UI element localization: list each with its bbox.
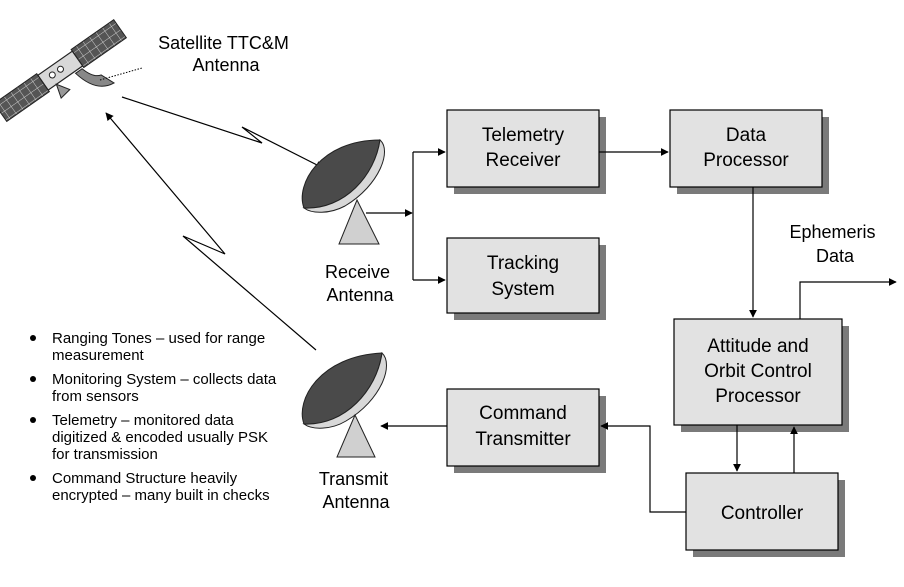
note-item: Command Structure heavily encrypted – ma… (30, 470, 330, 504)
transmit-antenna-label: Transmit Antenna (319, 469, 393, 512)
note-item: Telemetry – monitored data digitized & e… (30, 412, 330, 463)
receive-antenna-label: Receive Antenna (325, 262, 395, 305)
bullet-icon (30, 376, 36, 382)
transmit-antenna-icon (301, 351, 387, 458)
antenna-pointer-line (99, 67, 143, 81)
downlink-signal (121, 96, 324, 169)
bullet-icon (30, 335, 36, 341)
note-text: Telemetry – monitored data digitized & e… (52, 412, 268, 463)
receive-antenna-icon (301, 139, 385, 245)
note-text: Command Structure heavily encrypted – ma… (52, 470, 270, 504)
svg-text:Controller: Controller (721, 503, 804, 524)
note-item: Ranging Tones – used for range measureme… (30, 330, 330, 364)
ephemeris-output-connector (799, 278, 897, 319)
note-text: Monitoring System – collects data from s… (52, 371, 277, 405)
note-text: Ranging Tones – used for range measureme… (52, 330, 266, 364)
connectors (366, 148, 897, 513)
controller-box: Controller (685, 472, 845, 557)
note-item: Monitoring System – collects data from s… (30, 371, 330, 405)
bullet-icon (30, 417, 36, 423)
controller-to-command-transmitter-connector (600, 422, 686, 513)
ephemeris-data-label: Ephemeris Data (789, 222, 880, 266)
uplink-signal (105, 112, 317, 351)
bullet-icon (30, 475, 36, 481)
satellite-icon (0, 19, 128, 123)
notes-list: Ranging Tones – used for range measureme… (30, 330, 330, 511)
satellite-antenna-label: Satellite TTC&M Antenna (158, 33, 294, 75)
